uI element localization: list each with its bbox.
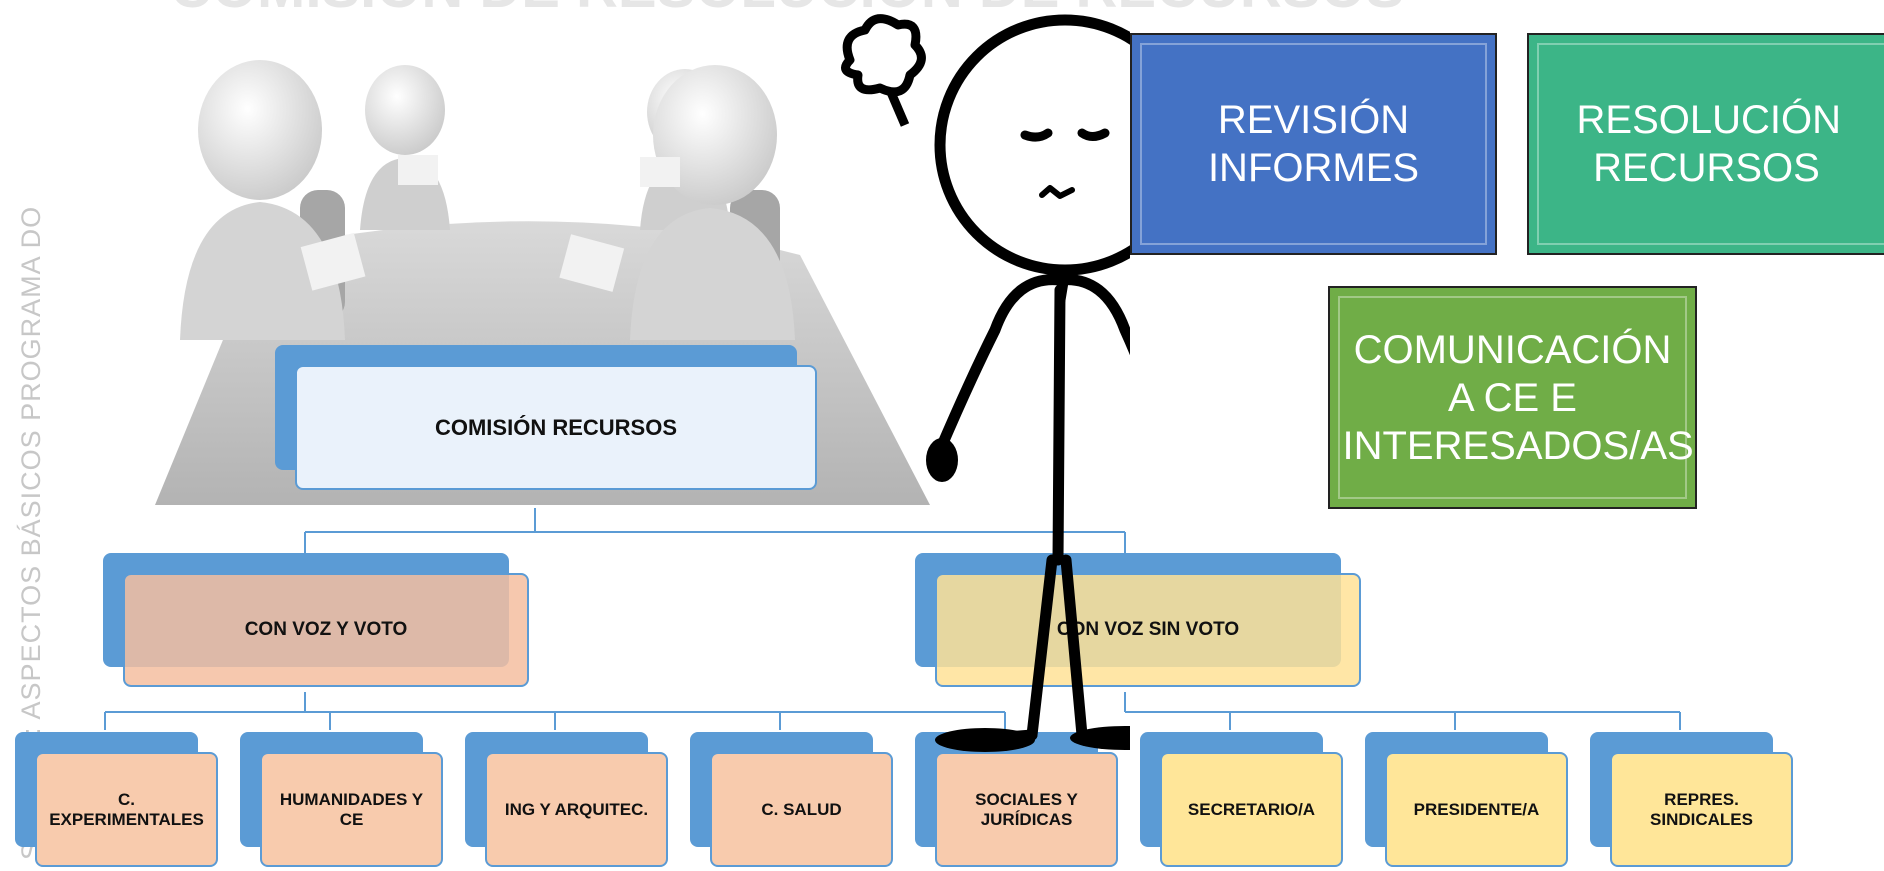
- anger-symbol-left-icon: [841, 14, 926, 127]
- org-node-experimentales: C. EXPERIMENTALES: [15, 732, 218, 867]
- org-node-voz-voto: CON VOZ Y VOTO: [103, 553, 529, 687]
- org-node-humanidades: HUMANIDADES Y CE: [240, 732, 443, 867]
- org-node-salud: C. SALUD: [690, 732, 893, 867]
- org-label-voz-sin-voto: CON VOZ SIN VOTO: [935, 573, 1361, 687]
- box-comunicacion: COMUNICACIÓN A CE E INTERESADOS/AS: [1328, 286, 1697, 509]
- org-node-sindicales: REPRES. SINDICALES: [1590, 732, 1793, 867]
- org-node-sociales: SOCIALES Y JURÍDICAS: [915, 732, 1118, 867]
- org-node-ingenieria: ING Y ARQUITEC.: [465, 732, 668, 867]
- box-revision-label: REVISIÓN INFORMES: [1207, 98, 1420, 190]
- org-node-presidente: PRESIDENTE/A: [1365, 732, 1568, 867]
- org-root-node: COMISIÓN RECURSOS: [275, 345, 817, 490]
- slide-title: COMISIÓN DE RESOLUCIÓN DE RECURSOS: [170, 0, 1430, 14]
- org-root-label: COMISIÓN RECURSOS: [295, 365, 817, 490]
- box-revision-informes: REVISIÓN INFORMES: [1130, 33, 1497, 255]
- angry-stick-figure: [841, 14, 1130, 752]
- box-comunicacion-label: COMUNICACIÓN A CE E INTERESADOS/AS: [1342, 327, 1694, 468]
- org-node-voz-sin-voto: CON VOZ SIN VOTO: [915, 553, 1361, 687]
- org-label-voz-voto: CON VOZ Y VOTO: [123, 573, 529, 687]
- org-node-secretario: SECRETARIO/A: [1140, 732, 1343, 867]
- box-resolucion-label: RESOLUCIÓN RECURSOS: [1576, 98, 1842, 190]
- box-resolucion-recursos: RESOLUCIÓN RECURSOS: [1527, 33, 1884, 255]
